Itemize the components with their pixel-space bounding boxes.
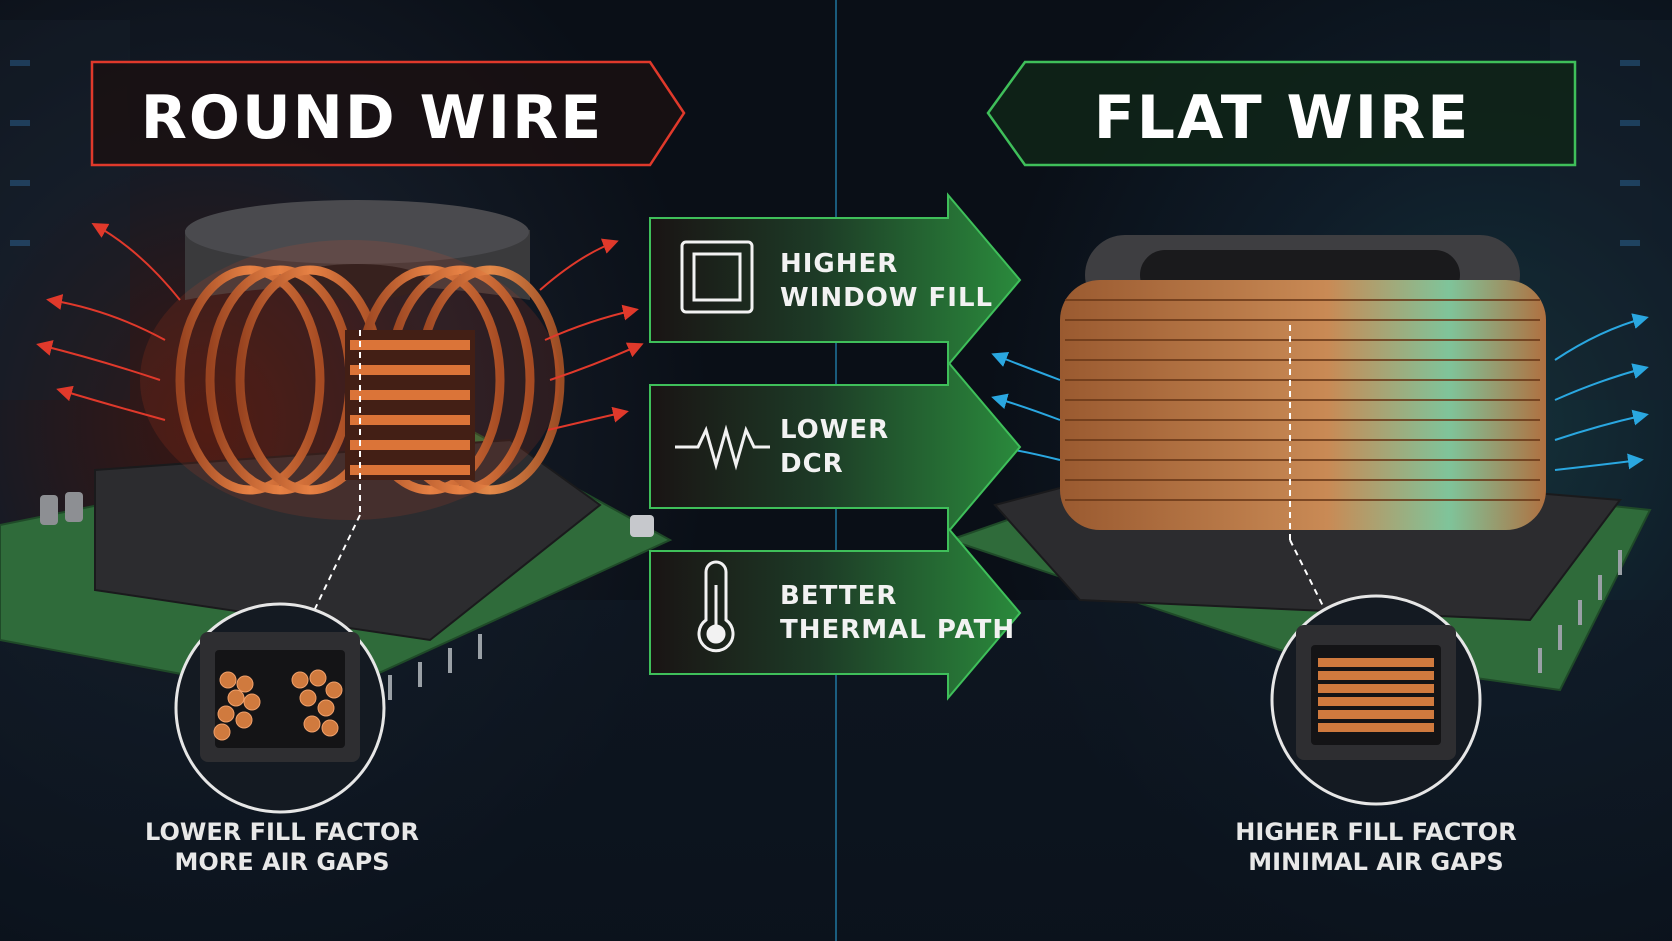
benefit-3-line1: BETTER [780, 581, 897, 611]
round-wire-cross-section [174, 602, 386, 814]
benefit-better-thermal-path: BETTER THERMAL PATH [649, 525, 1022, 701]
flat-wire-cross-section [1270, 594, 1482, 806]
round-wire-caption-line2: MORE AIR GAPS [174, 848, 389, 876]
benefit-higher-window-fill: HIGHER WINDOW FILL [649, 192, 1022, 368]
heat-arrows [36, 223, 644, 431]
benefit-2-line2: DCR [780, 449, 844, 479]
benefit-3-line2: THERMAL PATH [780, 615, 1015, 645]
thermometer-icon [697, 560, 735, 653]
flat-wire-caption-line2: MINIMAL AIR GAPS [1248, 848, 1503, 876]
window-fill-icon [680, 240, 754, 314]
benefit-1-line2: WINDOW FILL [780, 283, 993, 313]
flat-wire-title: FLAT WIRE [1094, 83, 1471, 153]
round-wire-caption-line1: LOWER FILL FACTOR [145, 818, 419, 846]
benefit-1-line1: HIGHER [780, 249, 898, 279]
benefit-2-line1: LOWER [780, 415, 889, 445]
flat-wire-caption-line1: HIGHER FILL FACTOR [1235, 818, 1516, 846]
resistor-icon [675, 424, 770, 471]
round-wire-title: ROUND WIRE [141, 83, 604, 153]
benefit-lower-dcr: LOWER DCR [649, 359, 1022, 535]
round-wire-inductor [0, 200, 673, 725]
flat-wire-inductor [946, 235, 1652, 692]
round-wire-header: ROUND WIRE [90, 60, 686, 167]
flat-wire-header: FLAT WIRE [986, 60, 1577, 167]
